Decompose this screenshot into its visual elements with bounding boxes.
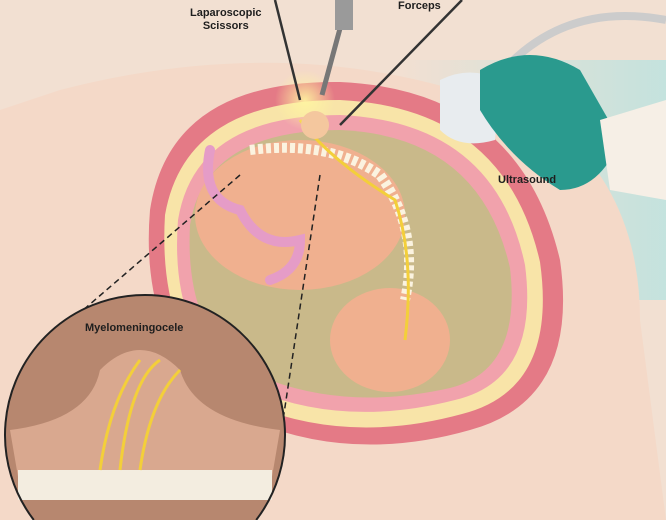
inset-pointer-right [279,174,321,441]
label-myelomeningocele: Myelomeningocele [85,322,184,334]
inset-circle-outline [4,293,286,520]
gloved-hand [480,55,620,190]
arm [600,100,666,200]
forceps-instrument [339,0,463,126]
label-scissors-line1: Laparoscopic [190,7,262,19]
scissors-instrument [273,0,302,101]
inset-vertebrae [18,470,272,500]
label-ultrasound: Ultrasound [498,174,557,186]
spine [249,142,415,302]
fetus-body [195,140,405,290]
spinal-cord [298,119,410,341]
inset-skin [10,350,280,500]
label-scissors-line2: Scissors [202,20,249,32]
inset-nerves [98,358,182,471]
fetus-head [330,288,450,392]
label-laparoscopic-scissors: Laparoscopic Scissors [190,7,262,33]
fetoscope-head [335,0,353,30]
umbilical-cord [203,145,306,285]
label-forceps: Forceps [398,0,441,12]
lesion [301,111,329,139]
